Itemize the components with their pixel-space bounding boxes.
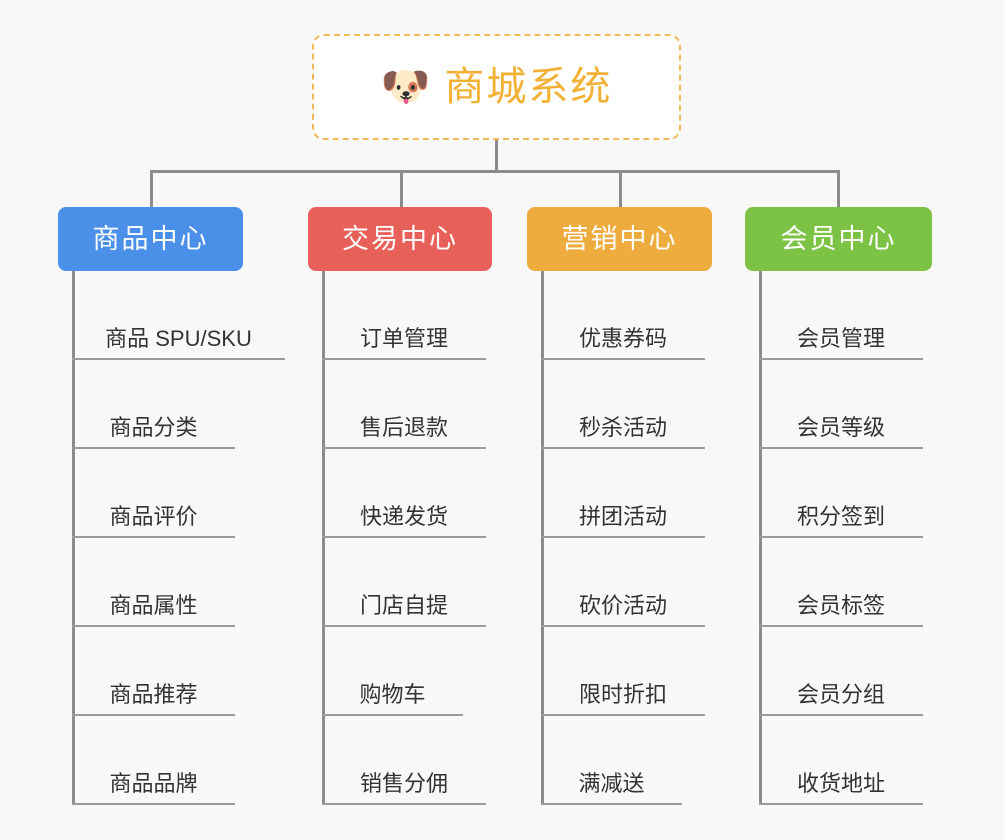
- leaf-item-label: 快递发货: [359, 503, 448, 529]
- leaf-item-label: 限时折扣: [578, 681, 667, 707]
- leaf-item[interactable]: 订单管理: [322, 271, 486, 360]
- leaf-item[interactable]: 商品属性: [72, 538, 235, 627]
- leaf-item-label: 售后退款: [359, 414, 448, 440]
- leaf-item[interactable]: 商品分类: [72, 360, 235, 449]
- leaf-item[interactable]: 门店自提: [322, 538, 486, 627]
- leaf-item[interactable]: 满减送: [541, 716, 682, 805]
- leaf-item[interactable]: 会员标签: [759, 538, 923, 627]
- category-card-product-center[interactable]: 商品中心: [58, 207, 243, 271]
- leaf-item-label: 商品品牌: [109, 770, 198, 796]
- leaf-item-label: 销售分佣: [359, 770, 448, 796]
- category-label: 交易中心: [342, 223, 458, 254]
- leaf-item-label: 商品推荐: [109, 681, 198, 707]
- column-trunk-line: [541, 271, 544, 805]
- category-card-marketing-center[interactable]: 营销中心: [527, 207, 712, 271]
- column-trunk-line: [322, 271, 325, 805]
- leaf-item-label: 商品 SPU/SKU: [105, 325, 252, 351]
- category-card-trade-center[interactable]: 交易中心: [308, 207, 492, 271]
- root-node-title: 商城系统: [444, 65, 613, 109]
- category-label: 会员中心: [780, 223, 897, 254]
- leaf-item-label: 满减送: [578, 770, 645, 796]
- leaf-item-label: 商品属性: [109, 592, 198, 618]
- leaf-item[interactable]: 销售分佣: [322, 716, 486, 805]
- leaf-item-label: 拼团活动: [578, 503, 667, 529]
- connector-drop-marketing: [619, 170, 622, 208]
- category-label: 商品中心: [92, 223, 209, 254]
- leaf-item-label: 购物车: [359, 681, 426, 707]
- connector-drop-member: [837, 170, 840, 208]
- leaf-item-label: 砍价活动: [578, 592, 667, 618]
- leaf-item[interactable]: 限时折扣: [541, 627, 705, 716]
- leaf-item[interactable]: 商品 SPU/SKU: [72, 271, 285, 360]
- leaf-item[interactable]: 会员等级: [759, 360, 923, 449]
- leaf-item[interactable]: 商品品牌: [72, 716, 235, 805]
- leaf-item-label: 积分签到: [796, 503, 885, 529]
- leaf-item-label: 会员管理: [796, 325, 885, 351]
- connector-drop-trade: [400, 170, 403, 208]
- leaf-item-label: 会员标签: [796, 592, 885, 618]
- connector-horizontal-bus: [150, 170, 840, 173]
- leaf-item-label: 收货地址: [796, 770, 885, 796]
- leaf-item-label: 优惠券码: [578, 325, 667, 351]
- leaf-item[interactable]: 售后退款: [322, 360, 486, 449]
- column-trunk-line: [759, 271, 762, 805]
- leaf-item-label: 商品评价: [109, 503, 198, 529]
- leaf-item-label: 会员等级: [796, 414, 885, 440]
- category-card-member-center[interactable]: 会员中心: [745, 207, 932, 271]
- leaf-item[interactable]: 购物车: [322, 627, 463, 716]
- leaf-item[interactable]: 砍价活动: [541, 538, 705, 627]
- leaf-item-label: 商品分类: [109, 414, 198, 440]
- root-node-mall-system[interactable]: 🐶 商城系统: [312, 34, 681, 140]
- leaf-item[interactable]: 收货地址: [759, 716, 923, 805]
- connector-drop-product: [150, 170, 153, 208]
- column-trunk-line: [72, 271, 75, 805]
- leaf-item[interactable]: 快递发货: [322, 449, 486, 538]
- leaf-item[interactable]: 秒杀活动: [541, 360, 705, 449]
- leaf-item-label: 门店自提: [359, 592, 448, 618]
- leaf-item-label: 秒杀活动: [578, 414, 667, 440]
- leaf-item[interactable]: 商品推荐: [72, 627, 235, 716]
- leaf-item[interactable]: 会员管理: [759, 271, 923, 360]
- shiba-dog-face-icon: 🐶: [380, 65, 431, 109]
- leaf-item-label: 会员分组: [796, 681, 885, 707]
- leaf-item[interactable]: 会员分组: [759, 627, 923, 716]
- connector-root-stem: [495, 140, 498, 172]
- leaf-item[interactable]: 商品评价: [72, 449, 235, 538]
- leaf-item[interactable]: 优惠券码: [541, 271, 705, 360]
- leaf-item[interactable]: 拼团活动: [541, 449, 705, 538]
- category-label: 营销中心: [561, 223, 678, 254]
- leaf-item[interactable]: 积分签到: [759, 449, 923, 538]
- leaf-item-label: 订单管理: [359, 325, 448, 351]
